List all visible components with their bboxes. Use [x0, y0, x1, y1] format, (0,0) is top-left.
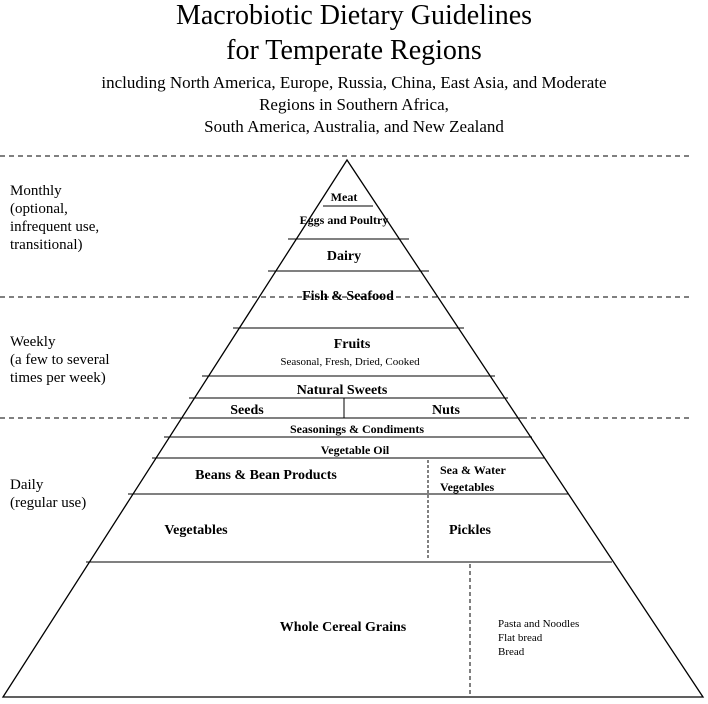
monthly-label: Monthly: [10, 183, 62, 199]
weekly-note-1: (a few to several: [10, 352, 110, 368]
label-vegetables: Vegetables: [164, 523, 228, 538]
label-flat-bread: Flat bread: [498, 632, 543, 644]
label-sea-vegetables-2: Vegetables: [440, 480, 495, 494]
daily-label: Daily: [10, 477, 44, 493]
subtitle-line1: including North America, Europe, Russia,…: [101, 73, 607, 92]
monthly-note-3: transitional): [10, 237, 83, 253]
subtitle-line3: South America, Australia, and New Zealan…: [204, 117, 504, 136]
label-eggs-poultry: Eggs and Poultry: [300, 213, 389, 227]
label-fruits: Fruits: [334, 337, 371, 352]
daily-note-1: (regular use): [10, 495, 87, 511]
monthly-note-2: infrequent use,: [10, 219, 100, 235]
label-pickles: Pickles: [449, 523, 492, 538]
frequency-label-weekly: Weekly (a few to several times per week): [10, 333, 110, 387]
label-meat: Meat: [331, 190, 358, 204]
label-vegetable-oil: Vegetable Oil: [321, 443, 390, 457]
label-beans: Beans & Bean Products: [195, 468, 337, 483]
label-fruits-detail: Seasonal, Fresh, Dried, Cooked: [280, 356, 420, 368]
diagram-title-line1: Macrobiotic Dietary Guidelines: [175, 0, 533, 31]
label-pasta-noodles: Pasta and Noodles: [498, 618, 579, 630]
label-seeds: Seeds: [230, 403, 264, 418]
label-dairy: Dairy: [327, 249, 361, 264]
weekly-label: Weekly: [10, 334, 56, 350]
monthly-note-1: (optional,: [10, 201, 68, 217]
frequency-label-monthly: Monthly (optional, infrequent use, trans…: [10, 182, 99, 254]
label-seasonings: Seasonings & Condiments: [290, 422, 424, 436]
pyramid-outline: [1, 158, 705, 698]
weekly-note-2: times per week): [10, 370, 106, 386]
label-bread: Bread: [498, 646, 525, 658]
label-nuts: Nuts: [432, 403, 461, 418]
diagram-title-line2: for Temperate Regions: [226, 35, 482, 66]
label-sea-vegetables-1: Sea & Water: [440, 463, 506, 477]
frequency-label-daily: Daily (regular use): [10, 476, 86, 512]
subtitle-line2: Regions in Southern Africa,: [259, 95, 449, 114]
label-fish-seafood: Fish & Seafood: [302, 289, 394, 304]
label-natural-sweets: Natural Sweets: [297, 383, 388, 398]
label-whole-cereal-grains: Whole Cereal Grains: [280, 620, 407, 635]
